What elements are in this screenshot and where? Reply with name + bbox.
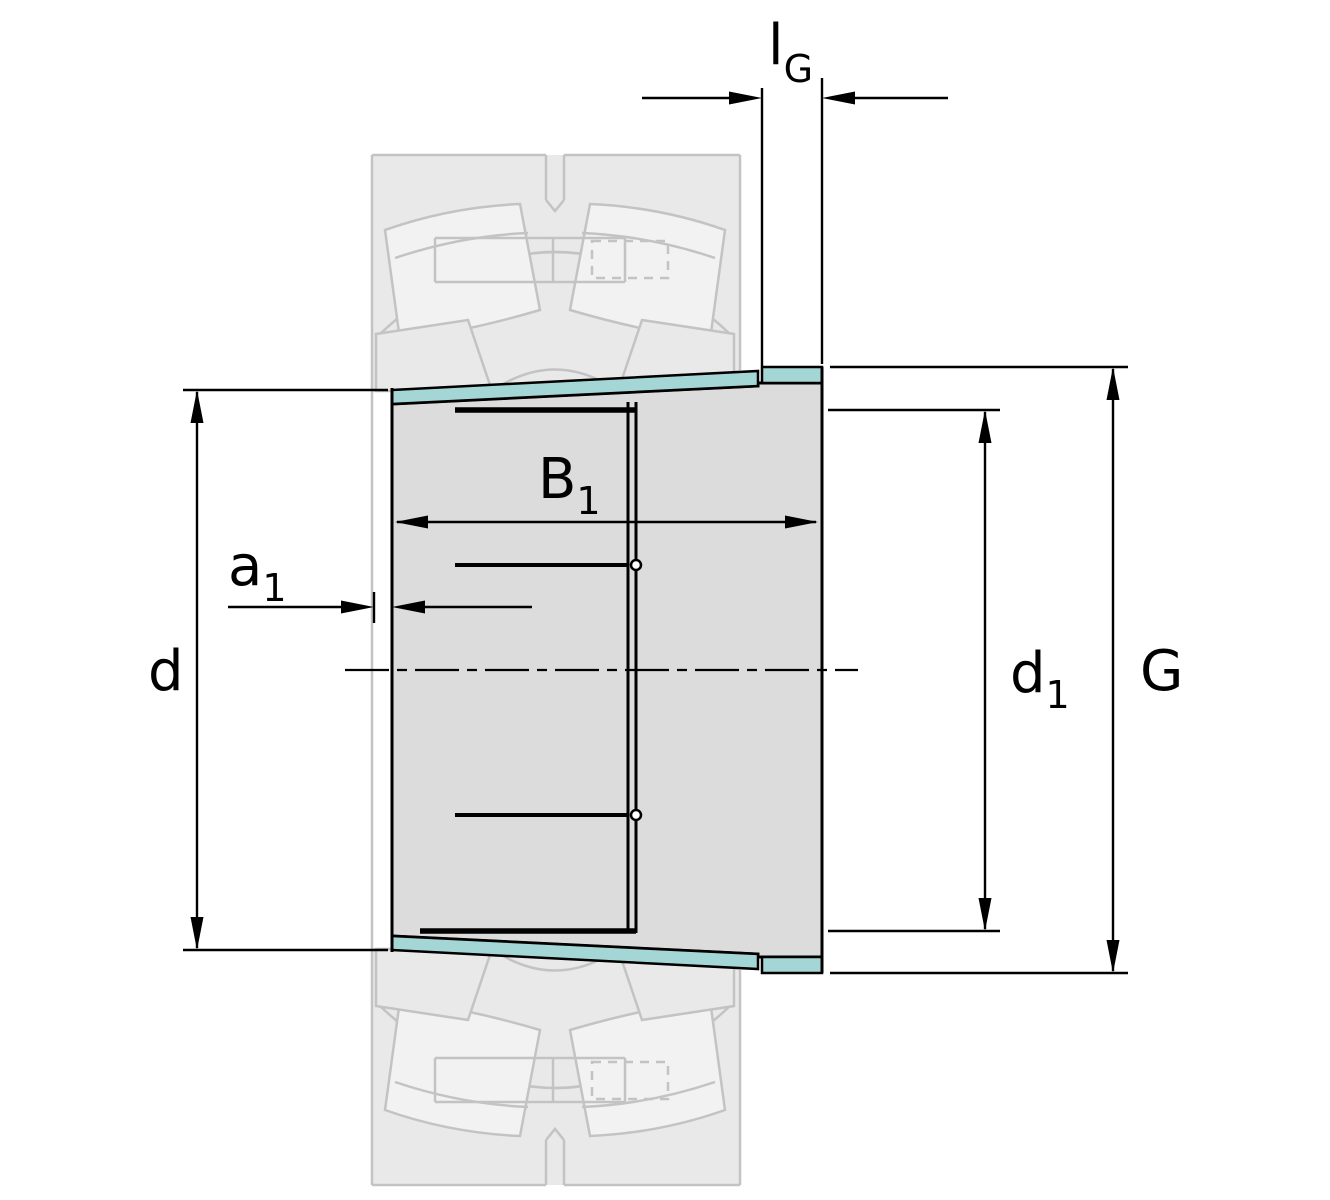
label-B1: B1	[538, 447, 601, 523]
thread-band-top	[760, 365, 824, 385]
slot-relief-hole-upper	[629, 558, 643, 572]
dimension-a1: a1	[228, 534, 532, 623]
dimension-d1: d1	[828, 408, 1070, 933]
dimension-G: G	[830, 365, 1183, 975]
arrowhead-right-icon	[729, 91, 762, 105]
arrowhead-down-icon	[978, 898, 992, 931]
arrowhead-down-icon	[1106, 940, 1120, 973]
roller-right-top-line	[581, 231, 716, 260]
ring-split-notch-top	[544, 155, 566, 213]
arrowhead-up-icon	[190, 390, 204, 423]
label-lG: lG	[768, 13, 813, 91]
thread-band-bottom	[760, 955, 824, 975]
arrowhead-up-icon	[978, 410, 992, 443]
label-a1: a1	[228, 534, 287, 610]
label-G: G	[1140, 639, 1183, 704]
ring-split-notch-bottom	[544, 1127, 566, 1185]
bearing-outline-top	[370, 153, 742, 393]
dimension-lG: lG	[642, 13, 948, 366]
arrowhead-left-icon	[822, 91, 855, 105]
arrowhead-left-icon	[395, 515, 428, 529]
slot-relief-hole-lower	[629, 808, 643, 822]
arrowhead-down-icon	[190, 917, 204, 950]
arrowhead-right-icon	[785, 515, 818, 529]
outer-ring-edges-top	[370, 153, 742, 392]
cage-hidden-bottom	[590, 1060, 670, 1101]
dimension-B1: B1	[395, 447, 818, 529]
label-d: d	[148, 639, 184, 704]
bearing-outline-bottom	[370, 947, 742, 1187]
cage-bottom	[433, 1056, 627, 1104]
arrowhead-up-icon	[1106, 367, 1120, 400]
outer-ring-edges-bottom	[370, 948, 742, 1187]
dimension-d: d	[148, 388, 388, 952]
roller-left-top-line	[394, 231, 529, 260]
label-d1: d1	[1010, 641, 1070, 717]
cage-top	[433, 236, 627, 284]
arrowhead-left-icon	[392, 600, 425, 614]
cage-hidden-top	[590, 239, 670, 280]
arrowhead-right-icon	[341, 600, 374, 614]
roller-left-bottom-line	[394, 1080, 529, 1109]
